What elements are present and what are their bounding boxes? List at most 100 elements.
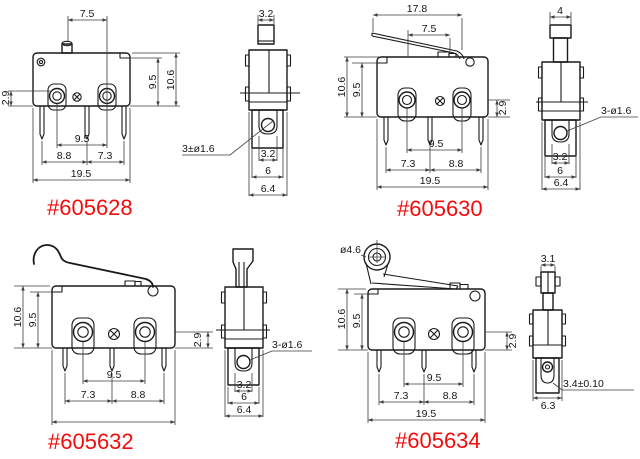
dim-slot-width: 3.2 [553,151,568,163]
lever-edge [232,248,254,288]
dim-overall-width: 6.4 [554,177,569,189]
body-step [368,289,379,295]
dim-hole-spacing: 9.5 [429,138,444,150]
rivet-icon [465,57,475,67]
roller [363,240,391,271]
dim-inner-width: 6 [265,165,271,177]
rivet-icon [36,57,46,67]
plunger [257,24,275,45]
dim-pin-offset: 2.9 [192,333,204,348]
dim-body-height: 10.6 [336,77,348,98]
dim-inner-height: 9.5 [351,83,363,98]
mounting-bracket [227,347,260,386]
hole-callout-leader [566,116,638,132]
switch-body [528,271,567,394]
hole-callout: 3±ø1.6 [182,143,215,155]
mounting-hole [541,361,554,373]
switch-body [216,248,270,386]
plunger [549,24,572,39]
switch-body [240,24,300,149]
simulated-roller-lever [32,244,154,288]
dim-inner-height: 9.5 [147,75,159,90]
dim-hole-spacing: 9.5 [427,372,442,384]
dim-inner-width: 6 [241,391,247,403]
dim-body-height: 10.6 [336,309,348,330]
dim-overall-width: 6.4 [261,183,276,195]
dimension-lines [344,13,510,190]
dim-body-width: 19.5 [71,168,92,180]
dim-pitch-right: 8.8 [449,158,464,170]
dim-pitch-left: 7.3 [394,390,409,402]
dim-overall-width: 6.4 [237,404,252,416]
terminal [427,117,433,146]
mounting-hole [72,321,94,343]
mounting-hole [398,91,416,109]
part-number-label: #605634 [395,428,481,453]
mounting-bracket [544,119,577,157]
dim-body-width: 19.5 [420,175,441,187]
switch-body [371,32,489,146]
dim-plunger-width: 4 [557,5,563,17]
dim-inner-height: 9.5 [27,313,39,328]
dim-slot-width: 3.2 [261,148,276,160]
dim-hole-spacing: 9.5 [107,369,122,381]
mounting-hole [134,321,156,343]
terminal [39,106,45,140]
mounting-bracket [251,109,284,149]
hole-callout-leader [249,350,312,361]
mounting-hole [48,87,66,105]
part-number-label: #605628 [47,195,133,220]
drawing-605628-side-view: 3.2 3±ø1.6 3.2 6 6.4 [182,8,300,197]
adjust-screw-icon [107,327,121,341]
switch-body [536,24,588,157]
dimension-lines [541,12,638,191]
dim-body-width: 19.5 [416,408,437,420]
drawing-605632-front-view: 10.6 9.5 2.9 9.5 7.3 8.8 #605632 [12,244,213,454]
dimension-lines [14,285,213,425]
mounting-hole [260,117,276,133]
adjust-screw-icon [72,92,82,102]
drawing-605634-front-view: ø4.6 10.6 9.5 2.9 9.5 7.3 8.8 19.5 #6056… [336,240,519,453]
dim-pitch-left: 7.3 [81,389,96,401]
dimension-lines [532,263,634,401]
roller-lever [365,262,459,290]
dim-pitch-left: 7.3 [401,158,416,170]
dim-body-height: 10.6 [165,70,177,91]
dim-overall-width: 6.3 [541,400,556,412]
terminal [383,117,389,146]
body-step [119,53,130,59]
dim-plunger-width: 3.1 [541,253,556,265]
dim-body-height: 10.6 [12,307,24,328]
dim-plunger-width: 3.2 [259,8,274,20]
dim-pitch-right: 8.8 [443,390,458,402]
terminal [84,106,90,140]
mounting-bracket [535,357,560,394]
plunger [124,280,136,287]
hole-callout: 3-ø1.6 [272,339,303,351]
dimension-lines [224,350,312,418]
mounting-hole [236,354,251,370]
terminal [376,350,382,373]
drawing-605630-side-view: 4 3-ø1.6 3.2 6 6.4 [536,5,638,191]
hole-callout: 3-ø1.6 [601,105,632,117]
dimension-lines [8,16,180,183]
drawing-605634-side-view: 3.1 3.4±0.10 6.3 [528,253,634,412]
mounting-hole [452,321,474,343]
mounting-hole [553,125,568,141]
dim-slot-width: 3.2 [237,379,252,391]
terminal [161,348,167,372]
body-step [377,57,388,64]
dim-pin-offset: 2.9 [497,101,509,116]
dimension-lines [182,15,288,197]
dim-pin-offset: 2.9 [507,334,519,349]
dim-slot-width: 3.4±0.10 [563,378,604,390]
adjust-screw-icon [427,327,441,341]
plunger [61,43,73,54]
mounting-hole [453,91,471,109]
drawing-605628-front-view: 7.5 2.9 9.5 10.6 9.5 8.8 7.3 19.5 #60562… [0,8,180,220]
terminal [121,106,127,140]
slot-callout-leader [552,382,634,391]
switch-body [32,244,176,372]
